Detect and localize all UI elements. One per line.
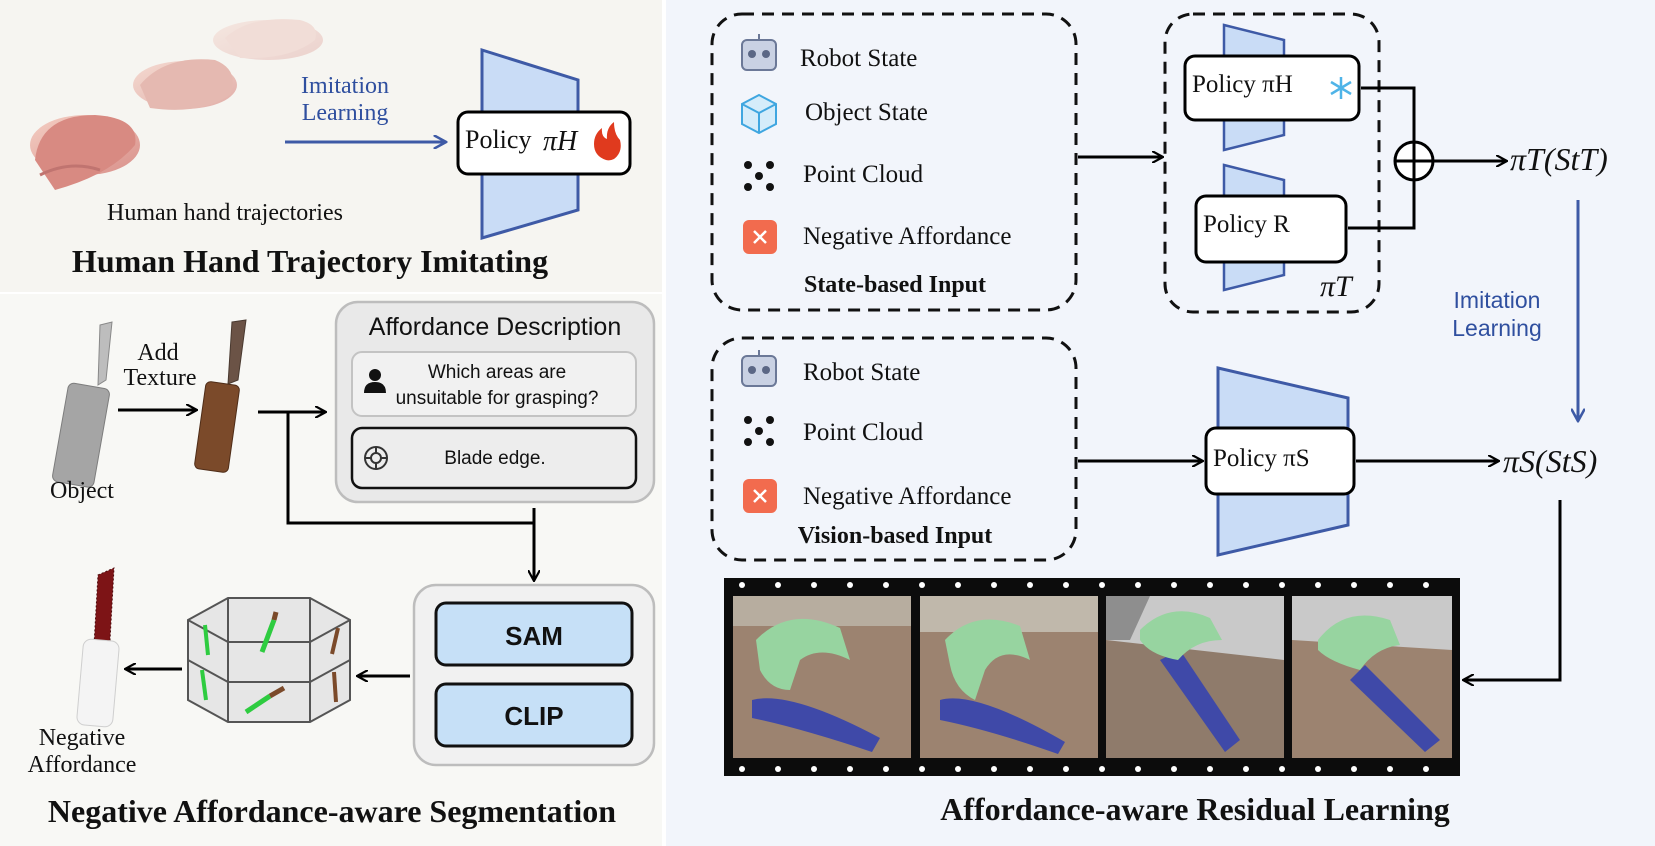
state-input-box — [710, 12, 1078, 312]
human-hand-caption: Human hand trajectories — [107, 200, 343, 226]
human-hands — [30, 19, 323, 190]
panel-a-title: Human Hand Trajectory Imitating — [72, 243, 548, 279]
answer-text: Blade edge. — [444, 448, 545, 469]
robot-icon — [741, 34, 777, 71]
neg-affordance-label-1: Negative — [39, 725, 126, 751]
textured-knife — [194, 319, 247, 473]
panel-a-policy-box — [456, 110, 632, 176]
negative-affordance-knife — [76, 567, 120, 728]
panel-c-imitation-2: Learning — [1452, 315, 1542, 341]
clip-box — [434, 682, 634, 748]
add-texture-1: Add — [137, 340, 178, 366]
plain-knife — [52, 321, 113, 488]
panel-a-imitation-2: Learning — [302, 100, 389, 126]
vision-item-robot: Robot State — [803, 359, 920, 386]
state-item-negative: Negative Affordance — [803, 223, 1011, 250]
panel-c-title: Affordance-aware Residual Learning — [940, 791, 1450, 827]
point-cloud-icon — [744, 161, 774, 191]
state-item-object: Object State — [805, 99, 928, 126]
answer-bubble — [350, 426, 638, 490]
policy-h-label: Policy πH — [1192, 71, 1293, 98]
policy-s-label: Policy πS — [1213, 445, 1310, 472]
loop-connector — [286, 412, 534, 525]
user-icon — [364, 369, 386, 393]
question-line-2: unsuitable for grasping? — [396, 388, 599, 409]
affordance-description-title: Affordance Description — [369, 313, 621, 341]
teacher-output: πT(StT) — [1510, 141, 1608, 177]
state-item-pointcloud: Point Cloud — [803, 161, 924, 188]
object-cube-icon — [741, 93, 777, 135]
chatgpt-icon — [364, 446, 388, 470]
negative-affordance-icon-2 — [743, 479, 777, 513]
policy-r-box — [1194, 194, 1348, 264]
pi-t-label: πT — [1320, 270, 1354, 303]
vision-item-pointcloud: Point Cloud — [803, 419, 924, 446]
state-item-robot: Robot State — [800, 45, 917, 72]
teacher-policy-box — [1163, 12, 1381, 314]
question-bubble — [351, 351, 637, 417]
policy-r-label: Policy R — [1203, 211, 1290, 238]
neg-affordance-label-2: Affordance — [28, 752, 137, 778]
panel-a-policy-label: Policy — [465, 125, 531, 154]
simulation-film-strip — [724, 578, 1460, 776]
sum-node — [1393, 140, 1435, 182]
policy-r-to-sum — [1348, 180, 1416, 230]
multi-view-cameras — [187, 597, 351, 723]
flame-icon — [594, 122, 621, 161]
question-line-1: Which areas are — [428, 362, 566, 383]
policy-h-box — [1183, 54, 1361, 122]
student-output: πS(StS) — [1503, 443, 1597, 479]
output-to-film-connector — [1464, 500, 1562, 680]
snowflake-icon — [1330, 77, 1352, 99]
state-input-label: State-based Input — [804, 272, 986, 298]
policy-s-box — [1204, 426, 1356, 496]
vision-input-box — [710, 336, 1078, 562]
panel-b-title: Negative Affordance-aware Segmentation — [48, 793, 616, 829]
sam-label: SAM — [505, 621, 563, 651]
point-cloud-icon-2 — [744, 416, 774, 446]
clip-label: CLIP — [504, 701, 563, 731]
vision-item-negative: Negative Affordance — [803, 483, 1011, 510]
sam-box — [434, 601, 634, 667]
panel-c-imitation-1: Imitation — [1454, 287, 1541, 313]
negative-affordance-icon — [743, 220, 777, 254]
panel-a-policy-symbol: πH — [543, 126, 579, 157]
vision-input-label: Vision-based Input — [798, 523, 993, 549]
panel-a-imitation-1: Imitation — [301, 73, 389, 99]
object-label: Object — [50, 478, 114, 504]
add-texture-2: Texture — [124, 365, 197, 391]
robot-icon-2 — [741, 350, 777, 387]
policy-h-to-sum — [1361, 86, 1416, 142]
